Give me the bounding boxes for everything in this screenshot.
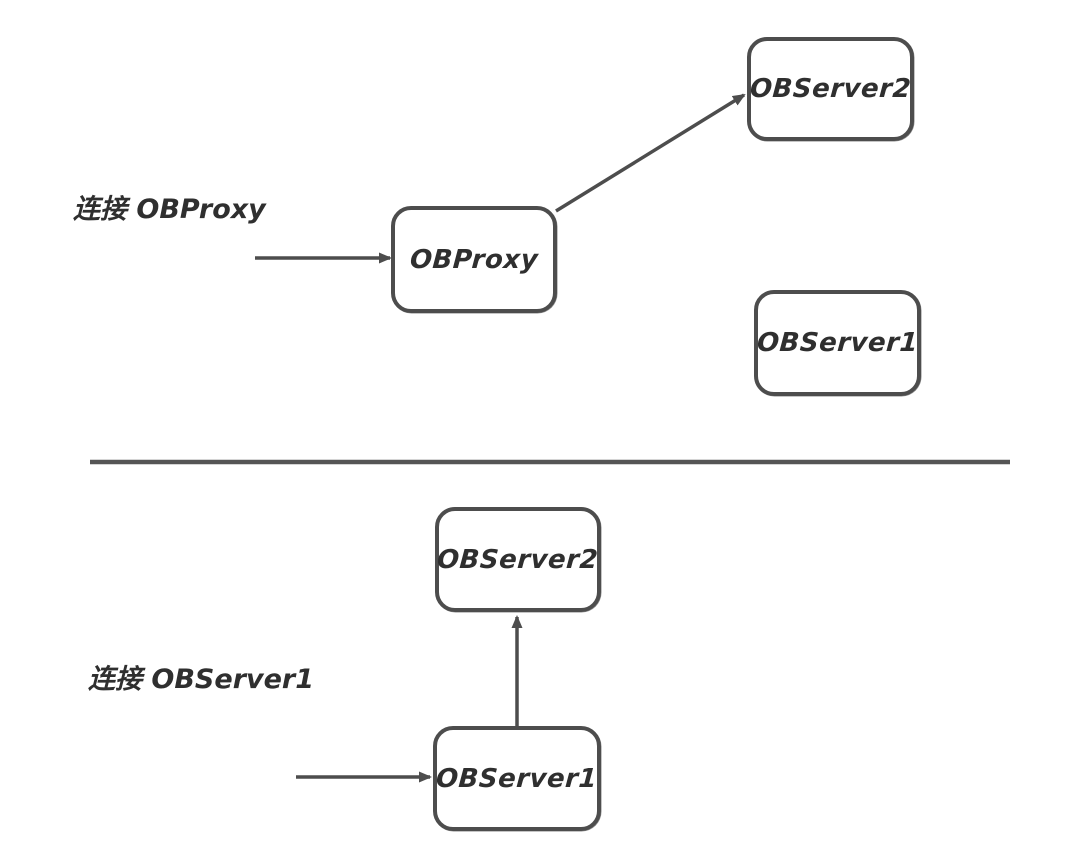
node-observer1-top: OBServer1	[754, 290, 921, 396]
node-observer1-bottom: OBServer1	[433, 726, 601, 831]
node-obproxy: OBProxy	[391, 206, 557, 313]
node-observer2-bottom-label: OBServer2	[436, 544, 600, 575]
node-obproxy-label: OBProxy	[408, 244, 540, 275]
node-observer1-top-label: OBServer1	[755, 328, 920, 358]
top-section-label: 连接 OBProxy	[73, 194, 266, 225]
node-observer2-top: OBServer2	[747, 37, 914, 141]
bottom-section-label: 连接 OBServer1	[88, 664, 315, 695]
node-observer1-bottom-label: OBServer1	[435, 763, 599, 794]
obproxy-to-observer2-arrow	[555, 93, 746, 213]
node-observer2-top-label: OBServer2	[748, 74, 913, 104]
node-observer2-bottom: OBServer2	[435, 507, 601, 612]
